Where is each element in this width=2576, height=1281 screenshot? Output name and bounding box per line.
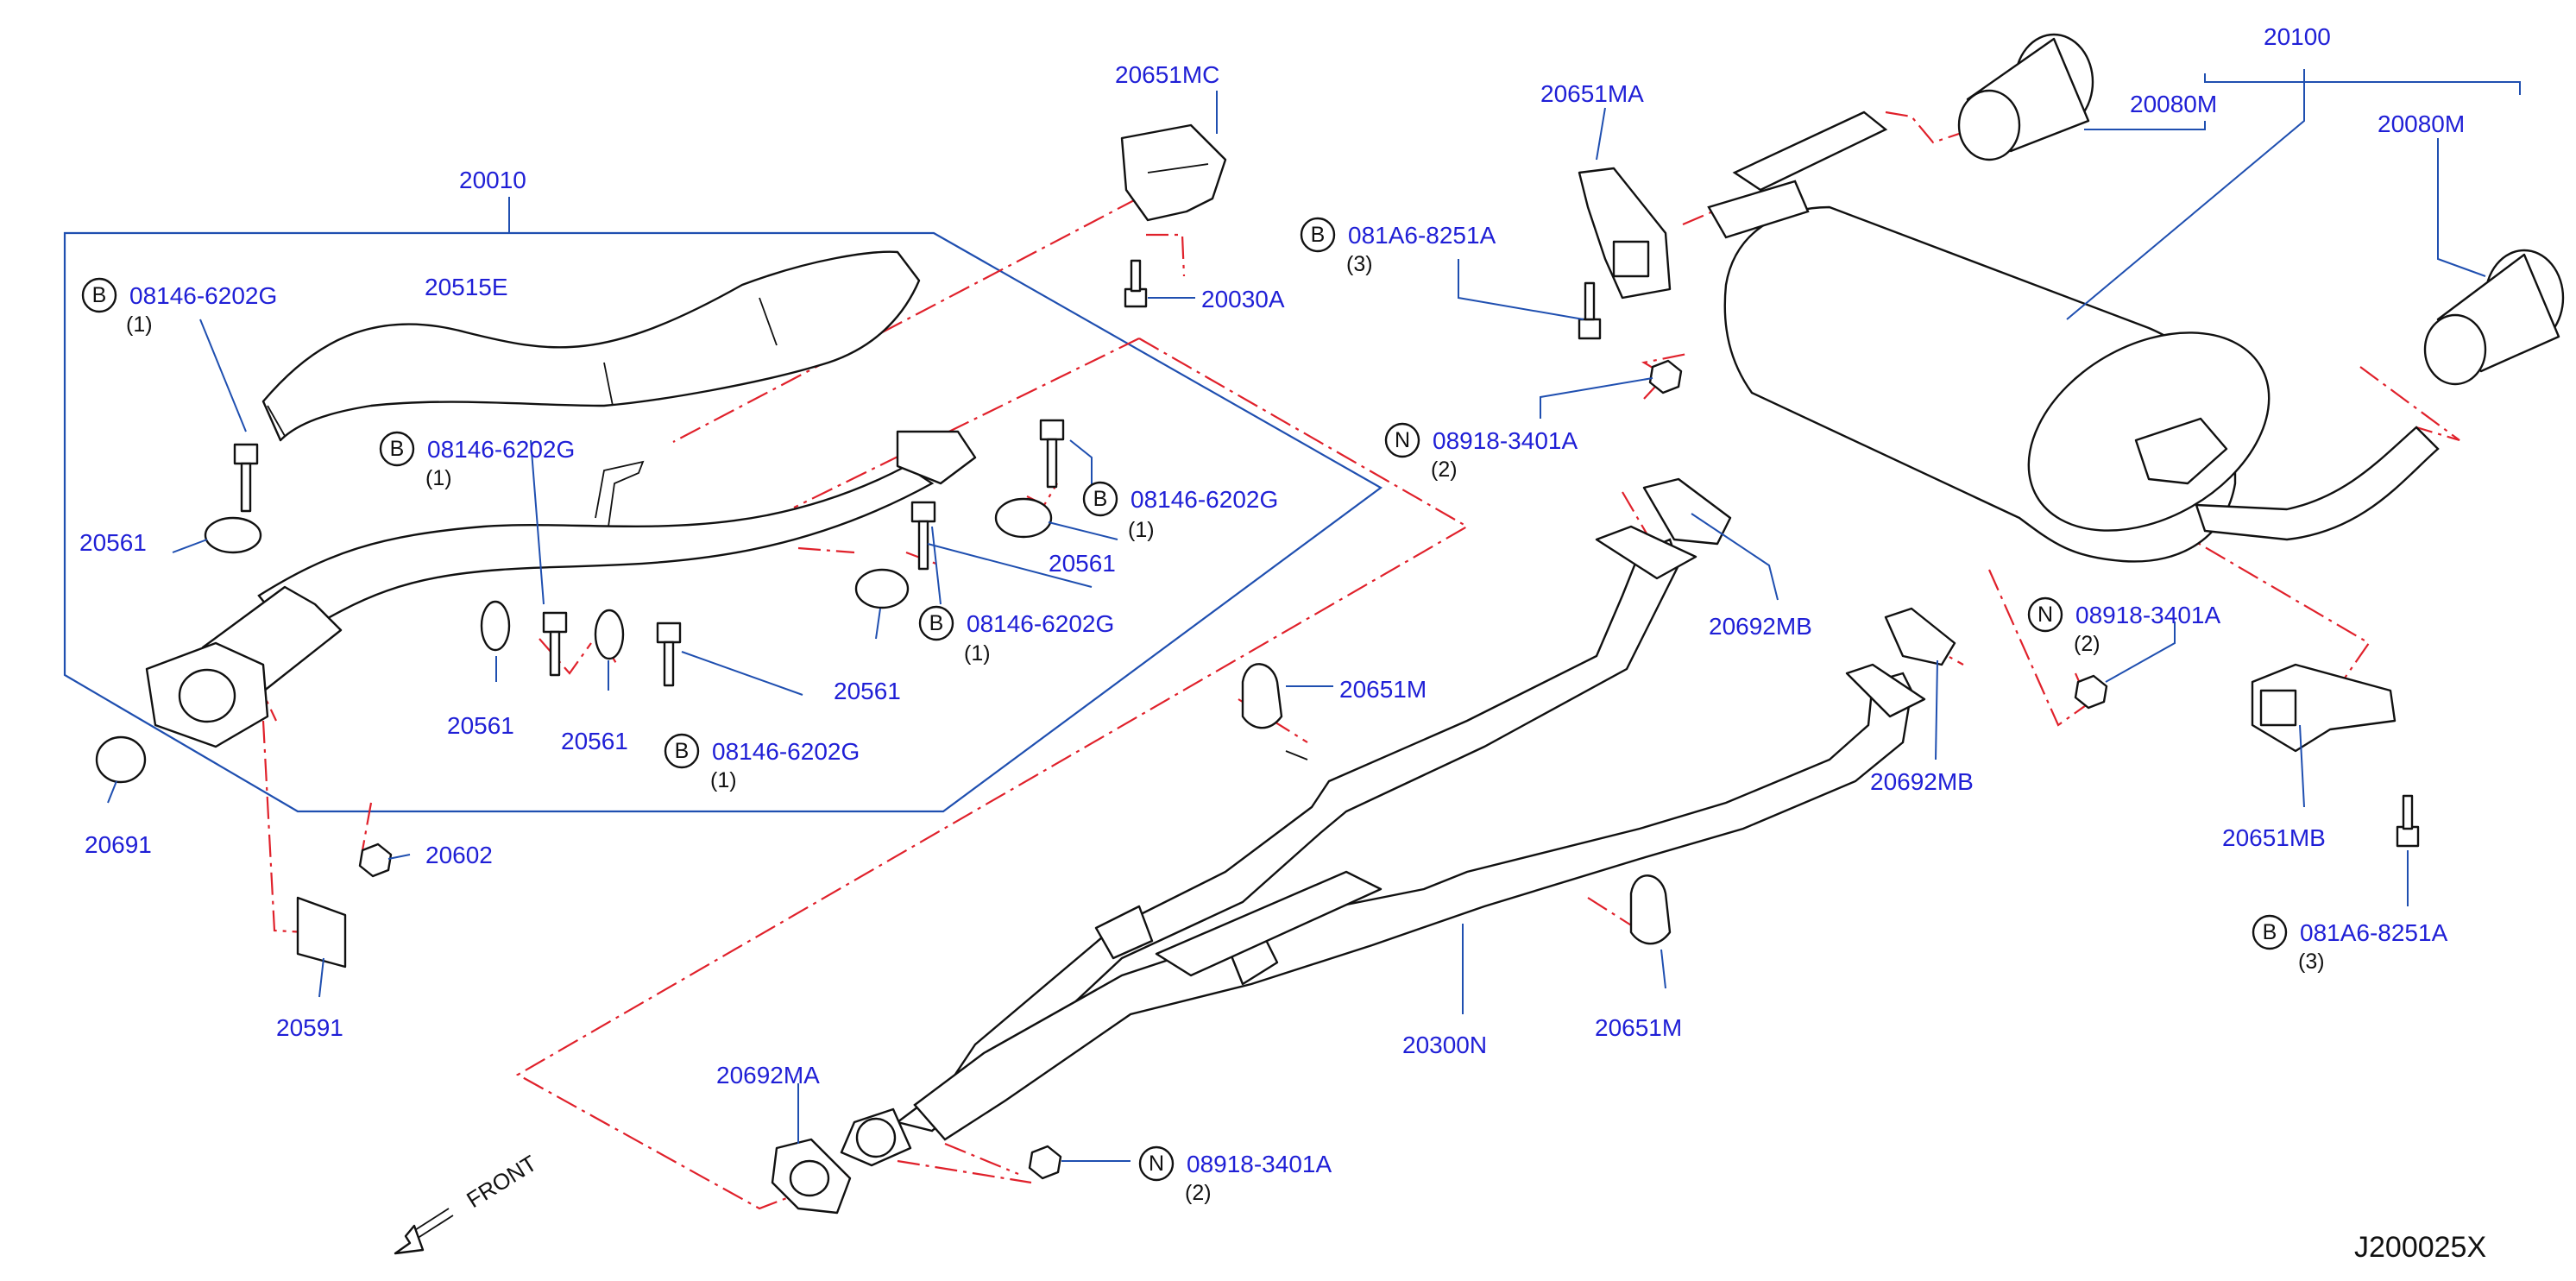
main-muffler-20100 [1707,110,2440,563]
badge-b-icon [81,277,117,313]
insulator-20651m-lower [1629,874,1672,945]
fastener-08918-3401a-right[interactable]: N 08918-3401A (2) [2027,596,2220,656]
svg-text:(3): (3) [2298,950,2325,974]
nuts [358,359,2108,1180]
badge-b-icon [2252,914,2288,950]
leader-lines [107,69,2521,1162]
heat-insulator-20515e [261,250,921,442]
svg-text:(1): (1) [1128,518,1155,542]
svg-text:B: B [1093,487,1108,511]
callout-20010[interactable]: 20010 [459,167,526,193]
part-callouts: 20010 20515E 20651MC 20030A 20651MA 2010… [79,23,2465,1089]
svg-text:08146-6202G: 08146-6202G [129,282,277,309]
insulator-20651m-upper [1241,663,1308,760]
callout-20100[interactable]: 20100 [2264,23,2331,50]
callout-20561-mid-right[interactable]: 20561 [561,728,628,754]
svg-text:08146-6202G: 08146-6202G [1131,486,1278,513]
svg-text:08146-6202G: 08146-6202G [967,610,1114,637]
front-direction-indicator: FRONT [394,1150,541,1255]
callout-20651mc[interactable]: 20651MC [1115,61,1219,88]
svg-text:(2): (2) [1431,458,1458,482]
fastener-callouts: B 08146-6202G (1) B 08146-6202G (1) B 08… [81,217,2448,1205]
svg-text:(2): (2) [1185,1181,1212,1205]
svg-text:08918-3401A: 08918-3401A [2075,602,2220,628]
drawing-code: J200025X [2354,1231,2486,1264]
callout-20651mb[interactable]: 20651MB [2222,824,2326,851]
callout-20691[interactable]: 20691 [85,831,152,858]
callout-20591[interactable]: 20591 [276,1014,343,1041]
fastener-08918-3401a-upper[interactable]: N 08918-3401A (2) [1384,422,1578,482]
callout-20515e[interactable]: 20515E [425,274,508,300]
svg-text:N: N [2037,603,2053,627]
callout-20300n[interactable]: 20300N [1402,1032,1487,1058]
callout-20651m-lower[interactable]: 20651M [1595,1014,1682,1041]
svg-text:(3): (3) [1346,252,1373,276]
callout-20651ma[interactable]: 20651MA [1540,80,1644,107]
svg-text:N: N [1395,428,1410,452]
svg-text:N: N [1149,1152,1164,1176]
finisher-20080m-lower [2423,249,2565,386]
fastener-081a6-8251a-upper[interactable]: B 081A6-8251A (3) [1300,217,1496,276]
svg-text:B: B [390,437,405,461]
fastener-08146-6202g-e[interactable]: B 08146-6202G (1) [664,733,860,792]
assembly-guide-lines [254,110,2460,1210]
badge-n-icon [1138,1145,1175,1182]
callout-20602[interactable]: 20602 [425,842,493,868]
badge-n-icon [2027,596,2063,633]
badge-n-icon [1384,422,1420,458]
callout-20651m-upper[interactable]: 20651M [1339,676,1427,703]
callout-20692ma[interactable]: 20692MA [716,1062,820,1089]
callout-20561-right-upper[interactable]: 20561 [1049,550,1116,577]
gasket-20691 [95,735,147,784]
svg-text:(1): (1) [964,641,991,666]
badge-b-icon [1082,481,1118,517]
fastener-08146-6202g-b[interactable]: B 08146-6202G (1) [379,431,575,490]
callout-20561-center[interactable]: 20561 [834,678,901,704]
bracket-20651mb [2251,663,2396,753]
bracket-20651ma [1578,167,1672,300]
svg-text:B: B [675,739,690,763]
svg-text:B: B [92,283,107,307]
fastener-081a6-8251a-lower[interactable]: B 081A6-8251A (3) [2252,914,2448,974]
callout-20692mb-upper[interactable]: 20692MB [1709,613,1812,640]
gaskets-20692 [771,477,1956,1215]
bracket-20651mc [1120,123,1227,222]
clamps-20561 [204,497,1053,660]
callout-20561-mid-left[interactable]: 20561 [447,712,514,739]
callout-20561-left[interactable]: 20561 [79,529,147,556]
svg-text:B: B [929,611,944,635]
callout-20080m-upper[interactable]: 20080M [2130,91,2217,117]
fastener-08146-6202g-d[interactable]: B 08146-6202G (1) [918,605,1114,666]
center-pipe-20300n [840,525,1926,1167]
finisher-20080m-upper [1957,33,2094,161]
front-tube-20010 [145,430,977,748]
svg-text:081A6-8251A: 081A6-8251A [1348,222,1496,249]
badge-b-icon [379,431,415,467]
cover-plate-20591 [296,896,347,969]
svg-text:08146-6202G: 08146-6202G [712,738,860,765]
callout-20692mb-lower[interactable]: 20692MB [1870,768,1974,795]
svg-text:08918-3401A: 08918-3401A [1187,1151,1332,1177]
fastener-08146-6202g-a[interactable]: B 08146-6202G (1) [81,277,277,337]
front-label: FRONT [462,1150,541,1213]
callout-20080m-lower[interactable]: 20080M [2378,110,2465,137]
svg-text:B: B [2263,920,2277,944]
svg-text:B: B [1311,223,1326,247]
badge-b-icon [664,733,700,769]
front-tube-assembly-group-outline [63,231,1383,813]
svg-text:081A6-8251A: 081A6-8251A [2300,919,2448,946]
badge-b-icon [1300,217,1336,253]
fastener-08146-6202g-c[interactable]: B 08146-6202G (1) [1082,481,1278,542]
svg-text:(1): (1) [710,768,737,792]
svg-text:08146-6202G: 08146-6202G [427,436,575,463]
svg-text:(2): (2) [2074,632,2100,656]
callout-20030a[interactable]: 20030A [1201,286,1285,312]
svg-text:(1): (1) [425,466,452,490]
bolts [233,259,2420,848]
badge-b-icon [918,605,954,641]
svg-text:08918-3401A: 08918-3401A [1433,427,1578,454]
fastener-08918-3401a-lower[interactable]: N 08918-3401A (2) [1138,1145,1332,1205]
svg-text:(1): (1) [126,312,153,337]
